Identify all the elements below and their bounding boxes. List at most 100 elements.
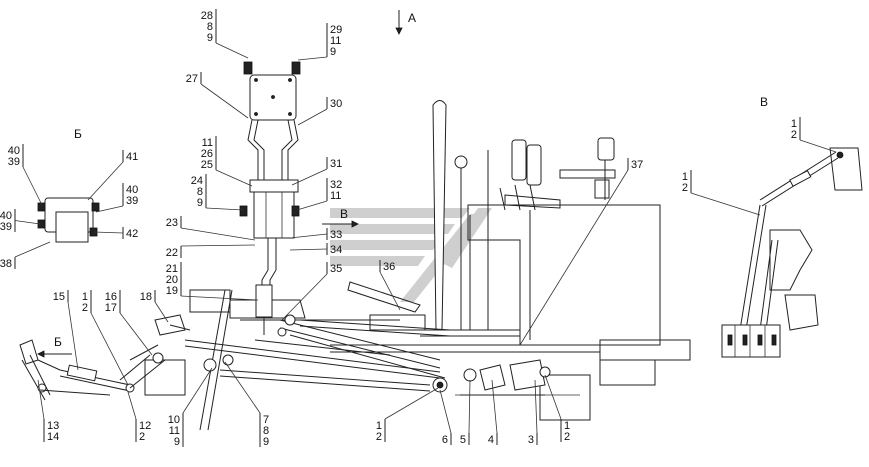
callout-number: 1 — [376, 420, 382, 432]
callout-number: 39 — [126, 195, 138, 207]
callout-leader — [180, 295, 259, 301]
callout-number: 10 — [168, 414, 180, 426]
callout-number: 22 — [166, 247, 178, 259]
callout-25: 18 — [140, 290, 169, 323]
callout-number: 25 — [201, 159, 213, 171]
vertical-levers — [432, 100, 489, 331]
callout-leader — [22, 166, 43, 206]
callout-8: 23 — [166, 216, 256, 241]
callout-13: 35 — [281, 262, 342, 321]
callout-number: 28 — [201, 10, 213, 22]
callout-leader — [799, 139, 837, 153]
callout-number: 12 — [139, 420, 151, 432]
callout-30: 12 — [376, 387, 439, 443]
callout-leader — [90, 312, 129, 386]
callout-number: 1 — [82, 291, 88, 303]
callout-35: 12 — [544, 374, 570, 443]
callout-leader — [289, 248, 328, 251]
callout-number: 2 — [791, 129, 797, 141]
callout-leader — [67, 301, 79, 371]
callout-number: 11 — [330, 35, 341, 47]
callout-leader — [182, 367, 213, 414]
callout-number: 30 — [330, 98, 342, 110]
callout-5: 31 — [291, 157, 342, 186]
callout-21: 38 — [0, 241, 51, 270]
callout-number: 40 — [0, 210, 12, 222]
callout-leader — [439, 389, 452, 434]
callout-number: 9 — [174, 436, 180, 448]
callout-leader — [297, 56, 328, 61]
callout-number: 24 — [191, 175, 203, 187]
callout-leader — [180, 244, 256, 247]
upper-control-box — [239, 61, 301, 335]
callout-number: 1 — [682, 171, 688, 183]
callout-leader — [205, 207, 244, 211]
callout-number: 8 — [207, 21, 213, 33]
callout-leader — [281, 273, 328, 321]
callout-32: 5 — [460, 379, 471, 446]
view-v-arrow-label: В — [340, 207, 348, 221]
callout-leader — [14, 241, 51, 258]
callout-number: 21 — [166, 263, 178, 275]
callout-15: 37 — [519, 158, 643, 346]
callout-number: 35 — [330, 263, 342, 275]
callout-number: 2 — [564, 431, 570, 443]
callout-10: 22 — [166, 244, 256, 259]
callout-leader — [95, 205, 124, 213]
callout-number: 5 — [460, 434, 466, 446]
callout-number: 36 — [383, 261, 395, 273]
callout-number: 9 — [197, 197, 203, 209]
callout-number: 13 — [47, 420, 59, 432]
callout-leader — [519, 169, 629, 346]
callout-number: 38 — [0, 258, 12, 270]
callout-leader — [296, 200, 328, 211]
callout-leader — [534, 379, 538, 434]
callout-number: 39 — [0, 221, 12, 233]
callout-number: 9 — [263, 436, 269, 448]
callout-14: 36 — [379, 260, 401, 311]
callout-number: 8 — [263, 425, 269, 437]
callout-number: 27 — [186, 73, 198, 85]
callout-leader — [87, 161, 124, 201]
callout-34: 3 — [528, 379, 538, 446]
callout-number: 6 — [442, 434, 448, 446]
callout-31: 6 — [439, 389, 452, 446]
callout-number: 15 — [53, 291, 65, 303]
callout-leader — [37, 379, 45, 420]
callout-number: 32 — [330, 179, 342, 191]
callout-number: 17 — [105, 302, 117, 314]
control-levers — [499, 137, 616, 211]
linkage-rods — [184, 281, 600, 431]
callout-33: 4 — [488, 379, 498, 446]
callout-number: 16 — [105, 291, 117, 303]
left-lever-assembly — [59, 314, 191, 396]
callout-9: 33 — [289, 228, 342, 241]
callout-number: 14 — [47, 431, 59, 443]
callout-number: 7 — [263, 414, 269, 426]
callout-leader — [127, 391, 137, 420]
callout-leader — [119, 312, 153, 356]
view-a-arrowhead — [395, 27, 403, 35]
callout-17: 41 — [87, 150, 138, 201]
callout-20: 42 — [93, 227, 138, 240]
callout-number: 2 — [682, 182, 688, 194]
callout-leader — [289, 233, 328, 239]
callout-2: 27 — [186, 72, 249, 119]
callout-11: 34 — [289, 243, 342, 256]
callout-number: 29 — [330, 24, 342, 36]
callout-number: 2 — [139, 431, 145, 443]
callout-number: 41 — [126, 151, 138, 163]
view-b-arrowhead — [37, 350, 45, 358]
view-a-label: А — [408, 11, 416, 25]
callout-number: 3 — [528, 434, 534, 446]
callout-number: 39 — [8, 156, 20, 168]
